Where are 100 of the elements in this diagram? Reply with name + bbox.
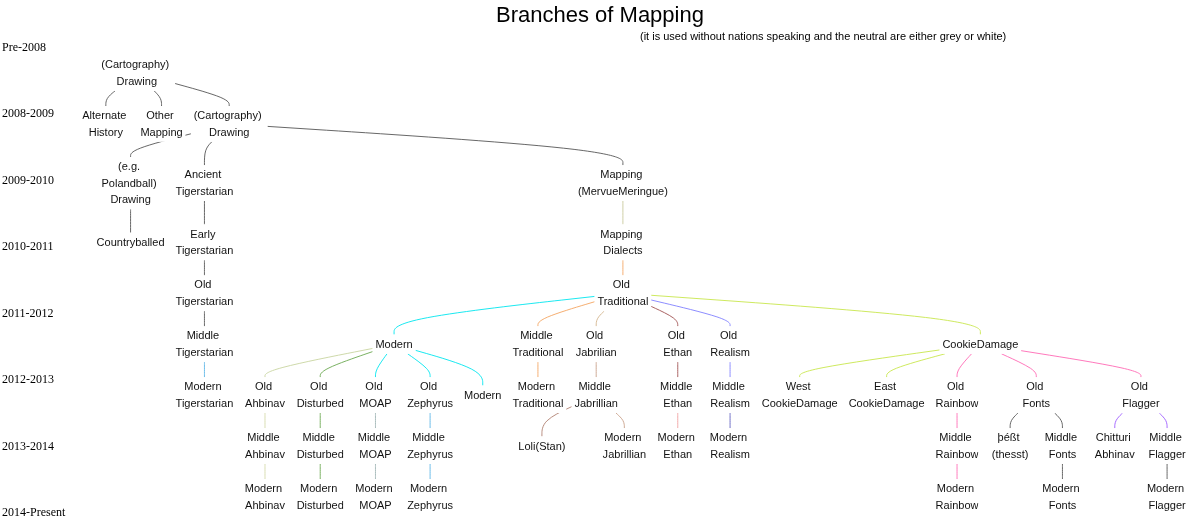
node-text: Modern Tigerstarian [175, 380, 234, 409]
node-text: Middle Traditional [512, 329, 564, 358]
node-text: Modern Jabrillian [602, 431, 647, 460]
node-text: Loli(Stan) [518, 439, 566, 452]
node-text: Modern [375, 338, 413, 350]
connector [204, 141, 213, 166]
node-text: Old Traditional [597, 278, 649, 308]
node-text: Modern Zephyrus [407, 482, 454, 511]
connector [375, 412, 376, 429]
connector [319, 412, 321, 429]
year-label: 2012-2013 [2, 372, 55, 388]
node-text: Modern Flagger [1146, 482, 1186, 511]
node-text: Modern Traditional [512, 380, 564, 409]
node-text: Middle Ethan [659, 380, 693, 409]
node-text: Old Disturbed [296, 380, 344, 409]
node-text: Modern Fonts [1042, 482, 1080, 511]
connector [1001, 353, 1037, 378]
connector [1166, 463, 1168, 480]
diagram-title: Branches of Mapping [495, 2, 705, 28]
node-text: Modern Ethan [657, 431, 695, 460]
node-text: Modern Ahbinav [244, 482, 285, 511]
connector [537, 301, 596, 327]
node-text: Modern Rainbow [935, 482, 979, 511]
node-text: (Cartography) Drawing [193, 109, 262, 138]
connector [375, 353, 388, 378]
node-text: Old MOAP [359, 380, 392, 409]
connector [204, 259, 205, 276]
year-label: 2011-2012 [2, 305, 55, 321]
connector [677, 361, 679, 378]
node-text: Old Flagger [1122, 380, 1160, 409]
year-label: 2013-2014 [2, 438, 55, 454]
node-text: Old Ethan [663, 329, 693, 358]
connector [105, 90, 116, 107]
node-text: Modern Disturbed [296, 482, 344, 511]
connector [264, 348, 374, 378]
node-text: CookieDamage [942, 338, 1019, 350]
node-text: Mapping (MervueMeringue) [577, 168, 668, 197]
node-text: Middle Flagger [1148, 431, 1186, 460]
node-text: Old Tigerstarian [175, 278, 234, 308]
node-text: Middle Ahbinav [245, 431, 285, 460]
year-label: 2010-2011 [2, 239, 55, 255]
node-text: Middle Jabrillian [574, 380, 618, 409]
connector [264, 463, 266, 480]
node-text: Early Tigerstarian [175, 227, 234, 257]
node-text: West CookieDamage [761, 380, 838, 409]
connector [729, 361, 731, 378]
node-text: þéßt (thesst) [991, 431, 1029, 460]
connector [537, 361, 539, 378]
connector [319, 351, 374, 378]
connector [956, 412, 958, 429]
node-text: Middle MOAP [357, 431, 392, 460]
node-text: Mapping Dialects [600, 227, 643, 257]
connector [1062, 463, 1063, 480]
connector [886, 353, 946, 378]
node-text: (e.g. Polandball) Drawing [101, 160, 157, 206]
connector [622, 259, 624, 276]
connector [264, 412, 266, 429]
year-label: 2008-2009 [2, 106, 55, 122]
connector [267, 125, 624, 166]
node-text: (Cartography) Drawing [101, 58, 170, 87]
node-text: Middle Zephyrus [407, 431, 454, 460]
connector [429, 412, 431, 429]
connector [677, 412, 679, 429]
connector [153, 90, 162, 107]
connector [729, 412, 731, 429]
connector [130, 208, 132, 234]
node-text: Middle Realism [710, 380, 750, 409]
node-text: Countryballed [96, 236, 165, 248]
node-text: Modern MOAP [355, 482, 393, 511]
node-text: Old Ahbinav [245, 380, 285, 409]
node-text: Alternate History [82, 109, 127, 138]
connector [650, 299, 731, 327]
connector [615, 412, 625, 429]
year-label: Pre-2008 [2, 40, 47, 55]
connector [204, 361, 205, 378]
connector [1020, 350, 1142, 378]
connector [799, 349, 941, 378]
note-text: (it is used without nations speaking and the neutral are either grey or white) [640, 30, 1007, 42]
node-text: Old Fonts [1022, 380, 1051, 409]
connector [650, 294, 981, 335]
connector [415, 349, 484, 386]
connector [956, 353, 972, 378]
connector [1009, 412, 1019, 429]
node-text: East CookieDamage [848, 380, 925, 409]
connector [1114, 412, 1123, 429]
connector [595, 310, 605, 327]
node-text: Middle Disturbed [296, 431, 344, 460]
node-text: Modern Realism [709, 431, 750, 460]
connector [319, 463, 321, 480]
year-label: 2009-2010 [2, 172, 55, 188]
node-text: Middle Rainbow [935, 431, 979, 460]
node-text: Modern [464, 388, 502, 401]
connector [393, 295, 596, 335]
node-text: Middle Tigerstarian [175, 329, 234, 358]
connector [174, 83, 230, 107]
node-text: Middle Fonts [1044, 431, 1078, 460]
node-text: Ancient Tigerstarian [175, 168, 234, 197]
node-text: Old Jabrilian [575, 329, 617, 358]
year-label: 2014-Present [2, 504, 67, 520]
connector [204, 200, 205, 225]
